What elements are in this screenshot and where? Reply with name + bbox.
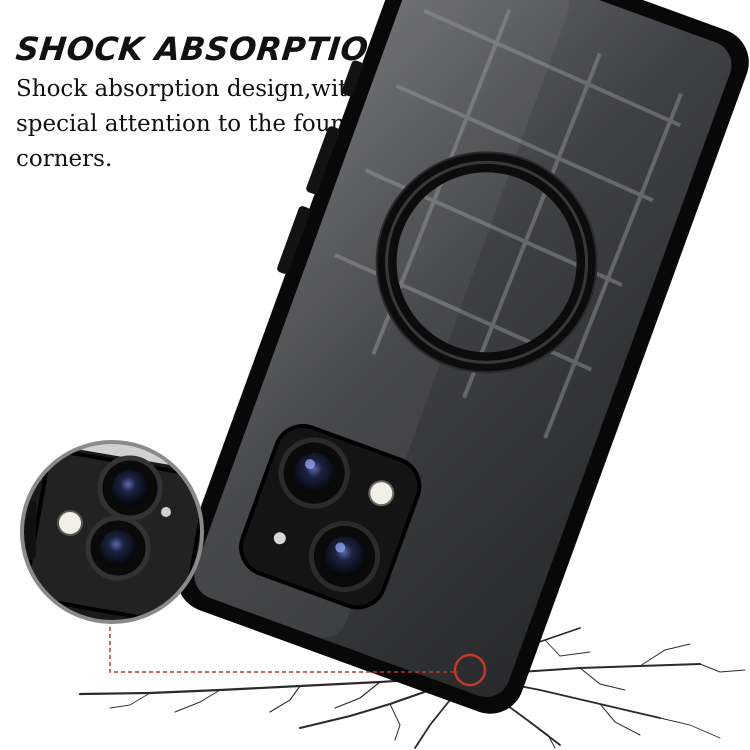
microphone-icon [273, 532, 286, 545]
zoom-circle-border [20, 440, 204, 624]
phone-case [177, 0, 749, 714]
description-line-3: corners. [16, 146, 113, 172]
camera-lens-icon [85, 515, 151, 581]
zoom-inset [20, 440, 204, 624]
microphone-icon [161, 507, 171, 517]
action-button [341, 60, 364, 97]
camera-module [239, 424, 422, 610]
feature-description: Shock absorption design,with special att… [16, 72, 376, 177]
volume-button [277, 206, 311, 274]
flash-icon [57, 510, 83, 536]
flash-icon [368, 480, 395, 507]
description-line-2: special attention to the four [16, 111, 342, 137]
camera-lens-icon [97, 455, 163, 521]
description-line-1: Shock absorption design,with [16, 76, 363, 102]
camera-lens-icon [308, 520, 380, 592]
volume-button [306, 126, 340, 194]
impact-corner-marker [453, 653, 487, 687]
corner-callout [109, 620, 487, 687]
magsafe-ring-icon [375, 151, 598, 374]
camera-lens-icon [278, 437, 350, 509]
